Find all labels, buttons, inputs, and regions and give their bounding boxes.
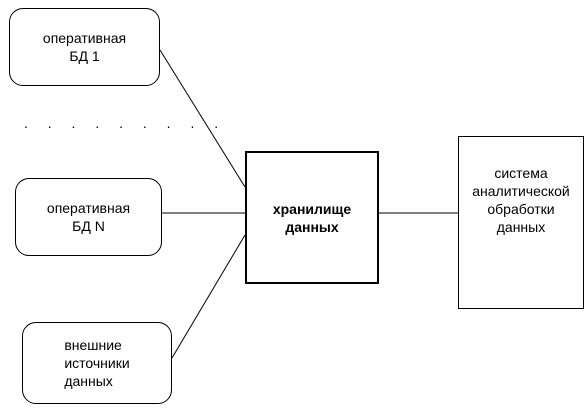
external-sources-node: внешние источники данных <box>22 322 172 404</box>
data-warehouse-label: хранилище данных <box>272 200 352 235</box>
olap-system-label: система аналитической обработки данных <box>472 164 570 235</box>
operational-db-n-label: оперативная БД N <box>46 200 131 234</box>
operational-db-1-label: оперативная БД 1 <box>42 30 127 64</box>
operational-db-1-node: оперативная БД 1 <box>9 8 160 86</box>
edge-external-to-warehouse <box>171 234 246 359</box>
operational-db-n-node: оперативная БД N <box>15 178 162 256</box>
edge-op1-to-warehouse <box>159 49 246 188</box>
data-warehouse-node: хранилище данных <box>245 151 379 284</box>
olap-system-node: система аналитической обработки данных <box>458 136 584 309</box>
ellipsis-more-databases: . . . . . . . . . <box>24 115 227 131</box>
external-sources-label: внешние источники данных <box>64 337 130 389</box>
